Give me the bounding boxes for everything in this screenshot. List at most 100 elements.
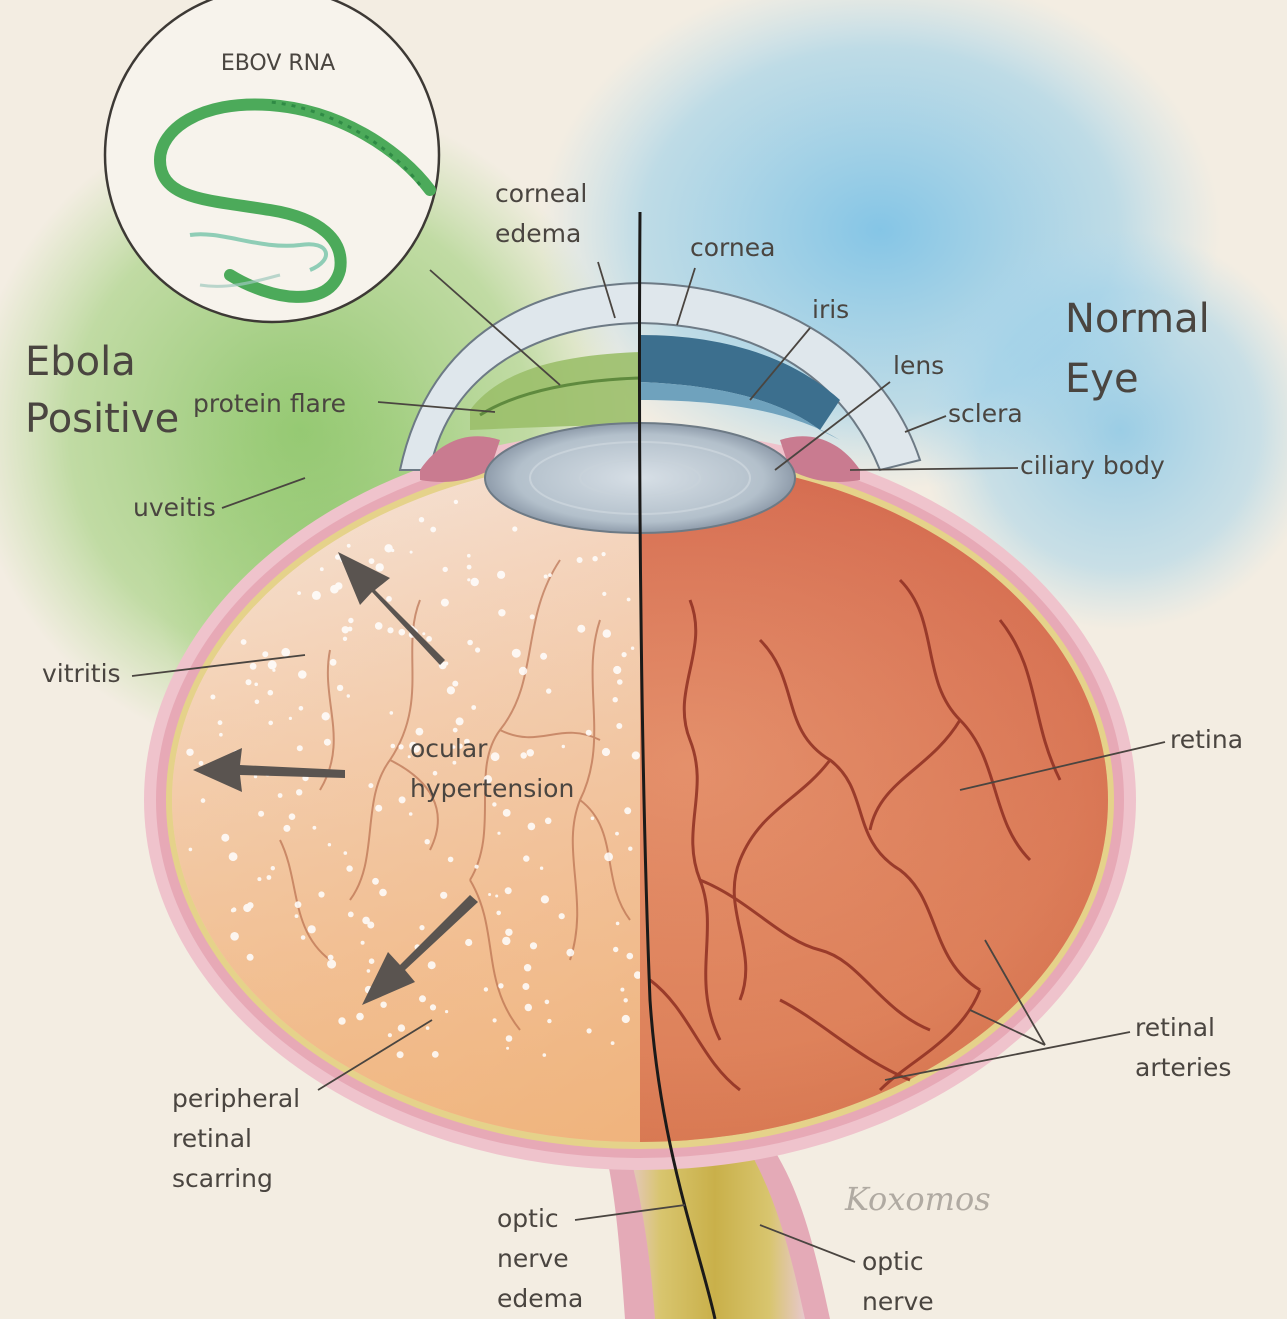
vitritis-cell [210,695,215,700]
vitritis-cell [295,914,299,918]
vitritis-cell [471,578,479,586]
vitritis-cell [603,629,611,637]
vitritis-cell [447,686,455,694]
vitritis-cell [488,893,491,896]
vitritis-cell [399,796,406,803]
vitritis-cell [452,681,458,687]
svg-text:lens: lens [893,351,944,380]
vitritis-cell [530,614,535,619]
svg-text:ciliary body: ciliary body [1020,451,1165,480]
vitritis-cell [525,1004,532,1011]
vitritis-cell [380,1002,386,1008]
vitritis-cell [453,728,458,733]
vitritis-cell [376,563,384,571]
vitritis-cell [528,823,536,831]
vitritis-cell [425,839,430,844]
vitritis-cell [602,552,606,556]
vitritis-cell [587,1028,592,1033]
vitritis-cell [602,592,606,596]
vitritis-cell [298,670,307,679]
vitritis-cell [613,666,621,674]
vitritis-cell [467,565,472,570]
vitritis-cell [218,720,223,725]
vitritis-cell [440,892,447,899]
vitritis-cell [356,1013,364,1021]
svg-text:vitritis: vitritis [42,659,121,688]
vitritis-cell [399,629,406,636]
svg-text:arteries: arteries [1135,1053,1231,1082]
vitritis-cell [347,544,351,548]
vitritis-cell [505,887,512,894]
vitritis-cell [467,578,470,581]
vitritis-cell [591,817,595,821]
vitritis-cell [456,717,464,725]
vitritis-cell [471,705,476,710]
vitritis-cell [498,983,503,988]
vitritis-cell [375,805,382,812]
vitritis-cell [372,878,379,885]
vitritis-cell [441,599,449,607]
vitritis-cell [367,969,371,973]
vitritis-cell [522,983,529,990]
vitritis-cell [230,932,239,941]
vitritis-cell [297,591,301,595]
vitritis-cell [186,749,193,756]
vitritis-cell [199,761,204,766]
vitritis-cell [559,913,565,919]
vitritis-cell [491,752,500,761]
vitritis-cell [361,941,365,945]
vitritis-cell [221,834,229,842]
vitritis-cell [419,925,424,930]
svg-text:sclera: sclera [948,399,1023,428]
vitritis-cell [622,652,627,657]
vitritis-cell [232,907,237,912]
vitritis-cell [369,558,375,564]
vitritis-cell [506,1047,509,1050]
vitritis-cell [271,866,275,870]
vitritis-cell [255,700,260,705]
vitritis-cell [627,953,634,960]
vitritis-cell [398,1024,405,1031]
vitritis-cell [375,622,383,630]
vitritis-cell [189,848,193,852]
vitritis-cell [391,744,396,749]
vitritis-cell [467,640,473,646]
vitritis-cell [465,939,472,946]
vitritis-cell [428,961,436,969]
svg-text:edema: edema [495,219,581,248]
vitritis-cell [577,625,585,633]
vitritis-cell [467,554,471,558]
vitritis-cell [548,573,552,577]
vitritis-cell [296,789,302,795]
svg-text:cornea: cornea [690,233,775,262]
svg-text:edema: edema [497,1284,583,1313]
vitritis-cell [448,857,454,863]
vitritis-cell [384,544,392,552]
vitritis-cell [527,749,534,756]
vitritis-cell [493,1018,497,1022]
vitritis-cell [247,902,254,909]
vitritis-cell [268,721,273,726]
vitritis-cell [475,647,480,652]
vitritis-cell [320,567,324,571]
vitritis-cell [379,889,387,897]
svg-text:retinal: retinal [172,1124,252,1153]
vitritis-cell [295,901,302,908]
vitritis-cell [577,557,583,563]
vitritis-cell [229,852,238,861]
vitritis-cell [502,937,510,945]
vitritis-cell [328,843,331,846]
vitritis-cell [445,1010,448,1013]
vitritis-cell [541,895,549,903]
vitritis-cell [617,679,623,685]
vitritis-cell [410,551,413,554]
vitritis-cell [337,685,343,691]
vitritis-cell [343,637,347,641]
vitritis-cell [219,733,223,737]
vitritis-cell [254,683,258,687]
artist-signature: Koxomos [844,1180,991,1218]
vitritis-cell [338,1017,345,1024]
vitritis-cell [241,639,247,645]
vitritis-cell [540,867,543,870]
vitritis-cell [562,745,565,748]
